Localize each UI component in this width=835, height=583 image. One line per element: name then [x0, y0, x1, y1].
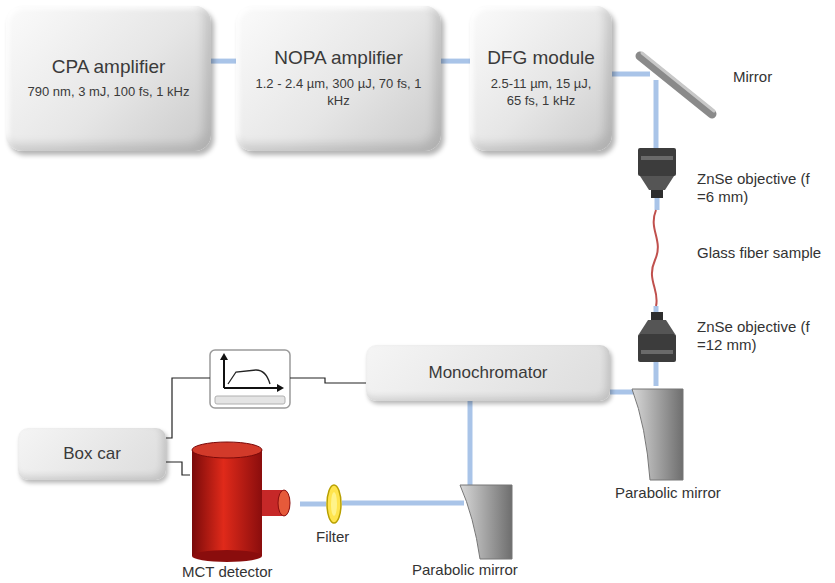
mct-detector: MCT detector	[190, 440, 300, 560]
part-label: Mirror	[733, 68, 772, 86]
box-label: Box car	[63, 444, 121, 464]
optical-filter-shape	[326, 484, 342, 524]
signal-wire	[166, 378, 210, 438]
box-title: CPA amplifier	[52, 56, 166, 79]
laser-beam	[654, 306, 659, 312]
box-label: Monochromator	[428, 363, 547, 383]
parabolic-mirror: Parabolic mirror	[650, 386, 662, 398]
parabolic-mirror-shape	[464, 497, 476, 509]
box-spec: 790 nm, 3 mJ, 100 fs, 1 kHz	[28, 84, 190, 101]
parabolic-mirror-shape	[650, 386, 662, 398]
laser-beam	[612, 72, 650, 77]
amplifier-box: CPA amplifier 790 nm, 3 mJ, 100 fs, 1 kHz	[6, 6, 211, 151]
part-label: ZnSe objective (f =6 mm)	[697, 170, 829, 206]
part-label: Parabolic mirror	[412, 561, 518, 579]
mirror: Mirror	[650, 68, 662, 80]
monochromator-box: Monochromator	[366, 345, 610, 401]
part-label: Parabolic mirror	[615, 484, 721, 502]
amplifier-box: NOPA amplifier 1.2 - 2.4 µm, 300 µJ, 70 f…	[236, 6, 441, 151]
laser-beam	[211, 59, 236, 64]
box-spec: 2.5-11 µm, 15 µJ, 65 fs, 1 kHz	[482, 76, 600, 110]
objective-lens-shape	[638, 148, 676, 198]
part-label: ZnSe objective (f =12 mm)	[697, 318, 829, 354]
glass-fiber: Glass fiber sample	[646, 210, 666, 306]
dfg-module-box: DFG module 2.5-11 µm, 15 µJ, 65 fs, 1 kHz	[470, 6, 612, 151]
laser-beam	[441, 59, 470, 64]
objective-lens: ZnSe objective (f =12 mm)	[637, 312, 677, 362]
signal-wire	[290, 378, 366, 383]
glass-fiber-shape	[646, 210, 666, 306]
laser-beam	[468, 401, 473, 497]
part-label: MCT detector	[182, 563, 273, 581]
optical-filter: Filter	[326, 484, 342, 524]
laser-beam	[655, 198, 660, 210]
oscilloscope-icon	[210, 350, 290, 408]
laser-beam	[654, 80, 659, 148]
part-label: Filter	[316, 528, 349, 546]
objective-lens: ZnSe objective (f =6 mm)	[638, 148, 676, 198]
laser-beam	[300, 502, 326, 507]
objective-lens-shape	[637, 312, 677, 362]
part-label: Glass fiber sample	[697, 244, 821, 262]
box-title: NOPA amplifier	[274, 47, 402, 70]
laser-beam	[342, 501, 464, 506]
laser-beam	[654, 362, 659, 386]
mirror-shape	[650, 68, 662, 80]
box-title: DFG module	[487, 47, 595, 70]
mct-detector-shape	[190, 440, 300, 560]
parabolic-mirror: Parabolic mirror	[464, 497, 476, 509]
boxcar-box: Box car	[18, 428, 166, 480]
signal-wire	[166, 462, 190, 475]
box-spec: 1.2 - 2.4 µm, 300 µJ, 70 fs, 1 kHz	[248, 76, 429, 110]
